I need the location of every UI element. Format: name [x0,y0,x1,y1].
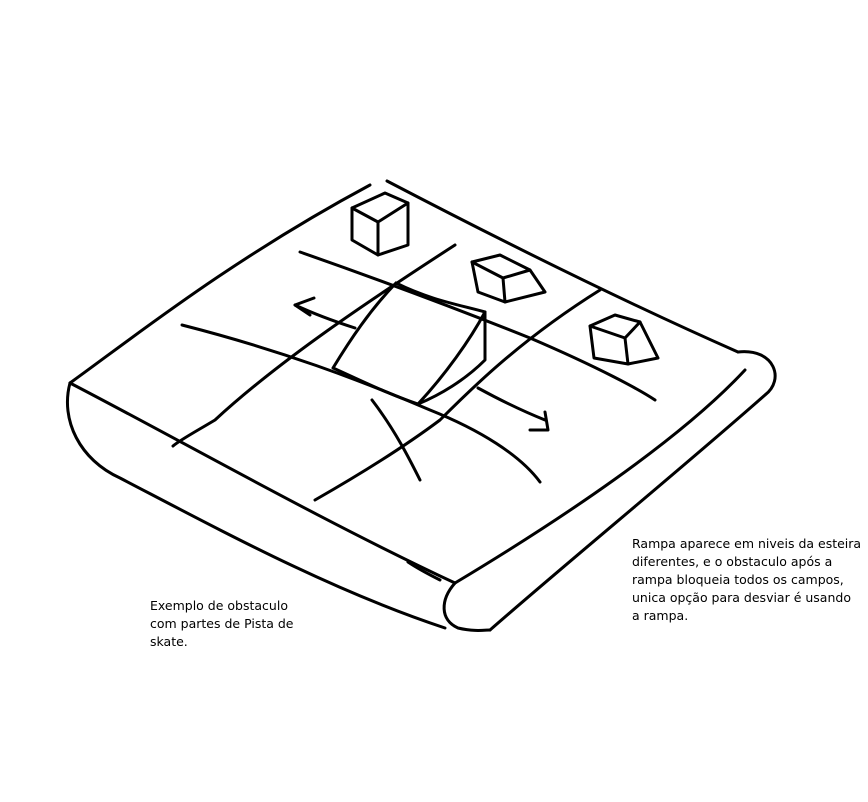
note-obstacle-example: Exemplo de obstaculo com partes de Pista… [150,597,310,651]
ramp [333,283,485,404]
board-right-edge [387,181,738,352]
grid-line-left-col [173,245,455,446]
lane-grid [173,245,655,580]
ramp-slope [333,283,418,404]
ramp-side [418,312,485,404]
ramp-top [396,283,485,404]
board-corner [444,583,490,631]
obstacle-cube-2 [472,255,545,302]
grid-line-front-edge [408,562,440,580]
grid-line-right-col [315,290,600,500]
obstacle-cube-3 [590,315,658,364]
board-thickness-left [67,383,445,628]
board-left-edge [70,185,370,383]
obstacle-cube-1 [352,193,408,255]
note-ramp-explanation: Rampa aparece em niveis da esteira difer… [632,535,862,625]
arrow-right-shaft [478,388,545,420]
movement-arrows [295,298,548,430]
